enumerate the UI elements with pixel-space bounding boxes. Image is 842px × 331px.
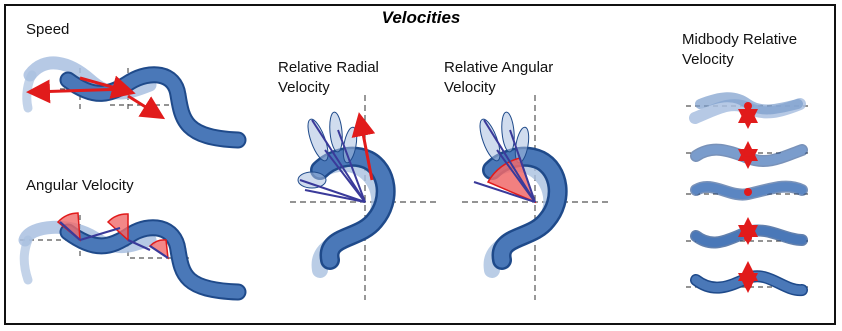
midbody-worm-5: [686, 266, 812, 290]
midbody-worm-3: [686, 187, 812, 196]
midbody-panel: [686, 97, 812, 290]
speed-worm-ghost-tail: [27, 75, 32, 108]
speed-panel: [27, 63, 238, 140]
relative-radial-panel: [290, 95, 438, 300]
relative-angular-panel: [462, 95, 610, 300]
midbody-worm-4: [686, 222, 812, 243]
angular-worm-ghost-tail: [24, 240, 28, 280]
midbody-worm-2: [686, 146, 812, 164]
angular-velocity-panel: [20, 213, 238, 292]
radial-head-ghosts: [298, 112, 359, 188]
midbody-worm-1: [686, 97, 812, 124]
